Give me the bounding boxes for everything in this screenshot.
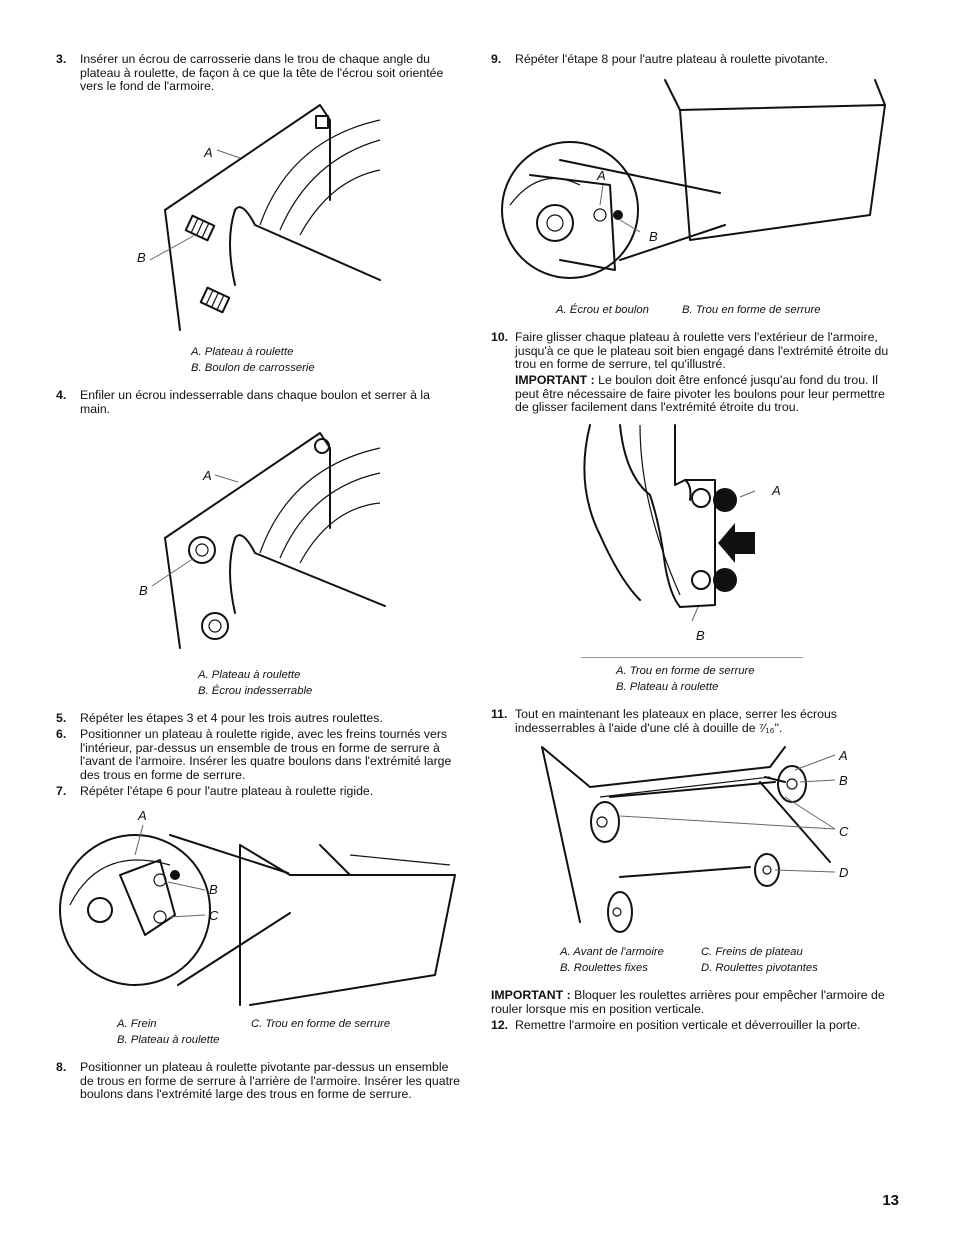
important-text: Le boulon doit être enfoncé jusqu'au fon…	[515, 373, 885, 415]
step-number: 7.	[56, 784, 67, 798]
label-a: A	[772, 483, 781, 498]
figure-caster-plate-bolts: A B	[130, 100, 390, 340]
important-label: IMPORTANT :	[515, 373, 595, 387]
step-number: 8.	[56, 1060, 67, 1074]
step-8: 8. Positionner un plateau à roulette piv…	[56, 1060, 461, 1102]
step-text: Positionner un plateau à roulette rigide…	[80, 727, 452, 782]
illustration-locknuts	[151, 432, 386, 649]
figure-rigid-caster: A B C	[59, 805, 460, 1015]
label-b: B	[649, 229, 658, 244]
figure-caption: A. Plateau à roulette B. Boulon de carro…	[191, 346, 315, 374]
label-c: C	[839, 824, 849, 839]
step-text: Répéter l'étape 6 pour l'autre plateau à…	[80, 784, 374, 798]
step-3: 3. Insérer un écrou de carrosserie dans …	[56, 52, 461, 94]
figure-caption: C. Trou en forme de serrure	[251, 1018, 391, 1030]
figure-caption: A. Écrou et boulon	[556, 304, 649, 316]
step-text: Tout en maintenant les plateaux en place…	[515, 707, 837, 735]
step-number: 3.	[56, 52, 67, 66]
figure-caption: C. Freins de plateau D. Roulettes pivota…	[701, 946, 818, 974]
step-11: 11. Tout en maintenant les plateaux en p…	[491, 707, 837, 735]
figure-caption: B. Trou en forme de serrure	[682, 304, 821, 316]
step-number: 10.	[491, 330, 509, 344]
step-10: 10. Faire glisser chaque plateau à roule…	[491, 330, 901, 372]
figure-keyhole-slide: A B	[580, 424, 810, 655]
important-note-2: IMPORTANT : Bloquer les roulettes arrièr…	[491, 988, 901, 1016]
step-text: Positionner un plateau à roulette pivota…	[80, 1060, 460, 1102]
figure-caption: A. Trou en forme de serrure B. Plateau à…	[616, 665, 755, 693]
step-7: 7. Répéter l'étape 6 pour l'autre platea…	[56, 784, 461, 799]
step-number: 5.	[56, 711, 67, 725]
step-number: 4.	[56, 388, 67, 402]
step-number: 11.	[491, 707, 508, 721]
label-a: A	[204, 145, 213, 160]
figure-locknuts: A B	[130, 428, 390, 663]
step-6: 6. Positionner un plateau à roulette rig…	[56, 727, 461, 782]
illustration-carriage-bolts	[149, 104, 381, 331]
step-number: 6.	[56, 727, 67, 741]
label-a: A	[839, 748, 848, 763]
illustration-rigid-caster-plate	[59, 824, 456, 1006]
step-number: 12.	[491, 1018, 509, 1032]
figure-casters-overview: A B C D	[530, 742, 860, 942]
step-9: 9. Répéter l'étape 8 pour l'autre platea…	[491, 52, 901, 67]
label-b: B	[696, 628, 705, 643]
label-b: B	[839, 773, 848, 788]
step-text: Insérer un écrou de carrosserie dans le …	[80, 52, 444, 94]
label-b: B	[139, 583, 148, 598]
illustration-cabinet-casters	[541, 746, 836, 933]
label-d: D	[839, 865, 849, 880]
important-note-1: IMPORTANT : Le boulon doit être enfoncé …	[491, 373, 901, 415]
step-4: 4. Enfiler un écrou indesserrable dans c…	[56, 388, 461, 416]
figure-swivel-caster: A B	[500, 75, 900, 295]
label-a: A	[597, 168, 606, 183]
figure-caption: A. Avant de l'armoire B. Roulettes fixes	[560, 946, 664, 974]
label-b: B	[137, 250, 146, 265]
label-b: B	[209, 882, 218, 897]
important-label: IMPORTANT :	[491, 988, 571, 1002]
step-text: Répéter les étapes 3 et 4 pour les trois…	[80, 711, 383, 725]
important-text: Bloquer les roulettes arrières pour empê…	[491, 988, 885, 1016]
figure-caption: A. Plateau à roulette B. Écrou indesserr…	[198, 669, 313, 697]
socket-size: ⁷⁄₁₆	[758, 720, 775, 735]
page-number: 13	[882, 1192, 899, 1209]
step-5: 5. Répéter les étapes 3 et 4 pour les tr…	[56, 711, 461, 726]
step-text: Remettre l'armoire en position verticale…	[515, 1018, 861, 1032]
step-12: 12. Remettre l'armoire en position verti…	[491, 1018, 901, 1033]
label-a: A	[138, 808, 147, 823]
step-text: Répéter l'étape 8 pour l'autre plateau à…	[515, 52, 829, 66]
step-text: Faire glisser chaque plateau à roulette …	[515, 330, 889, 372]
divider	[581, 657, 803, 658]
illustration-keyhole-slots	[583, 424, 756, 622]
step-number: 9.	[491, 52, 502, 66]
label-a: A	[203, 468, 212, 483]
figure-caption: A. Frein B. Plateau à roulette	[117, 1018, 220, 1046]
step-text: Enfiler un écrou indesserrable dans chaq…	[80, 388, 430, 416]
illustration-swivel-caster-plate	[501, 79, 886, 279]
label-c: C	[209, 908, 219, 923]
